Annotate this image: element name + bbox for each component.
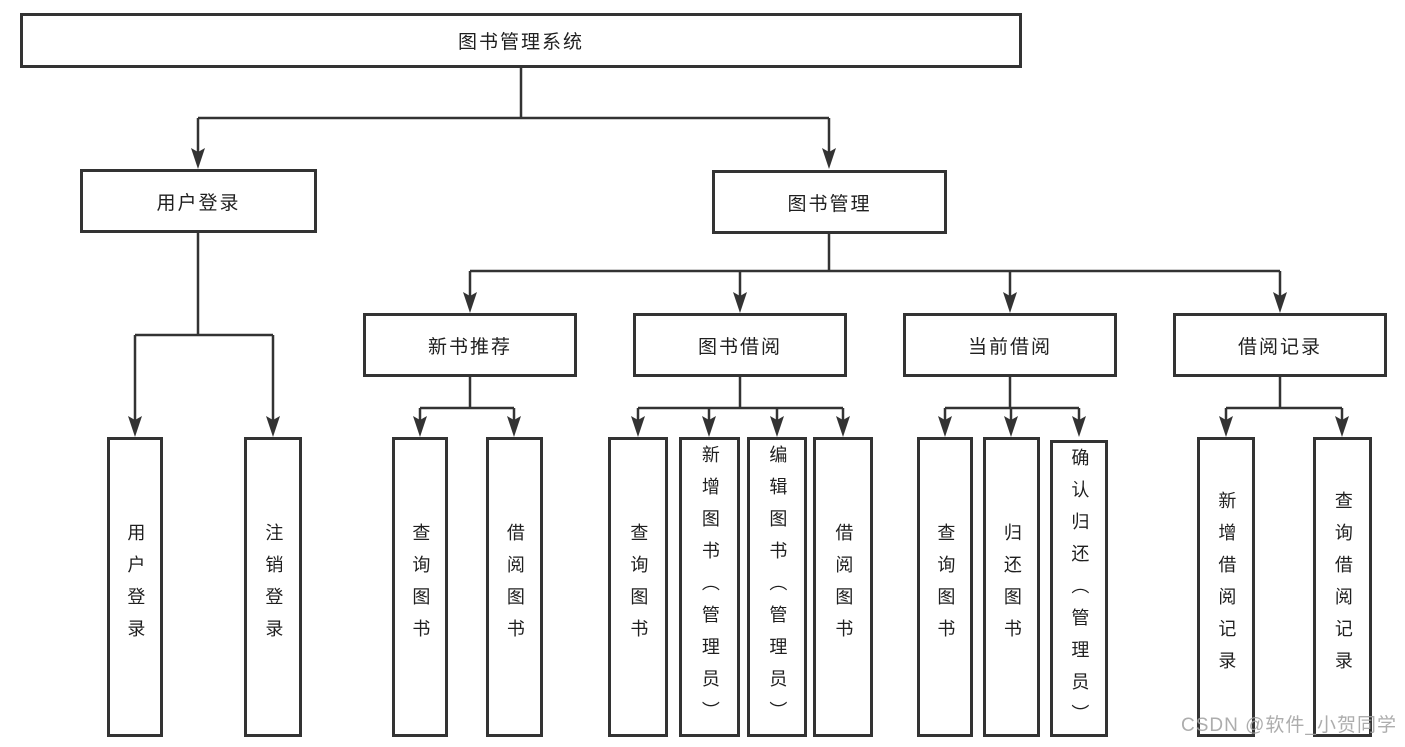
arrowhead [191,148,205,169]
connector-login-to-leaves [133,233,275,422]
node-book-management: 图书管理 [712,170,947,234]
node-root: 图书管理系统 [20,13,1022,68]
arrowhead [702,416,716,437]
leaf-borrow-books-label: 借阅图书 [833,523,854,651]
leaf-edit-books-admin: 编辑图书（管理员） [747,437,807,737]
leaf-query-books-borrow-label: 查询图书 [628,523,649,651]
connector-mgmt-to-level3 [468,233,1282,298]
leaf-query-books-current-label: 查询图书 [935,523,956,651]
leaf-query-books-recommend-label: 查询图书 [410,523,431,651]
leaf-user-login-label: 用户登录 [125,523,146,651]
leaf-borrow-books-recommend: 借阅图书 [486,437,543,737]
arrowhead [1004,416,1018,437]
arrowhead [1219,416,1233,437]
arrowhead [1072,416,1086,437]
node-new-book-recommend-label: 新书推荐 [427,336,512,358]
node-book-management-label: 图书管理 [787,193,872,215]
leaf-query-books-recommend: 查询图书 [392,437,448,737]
arrowhead [1003,292,1017,313]
leaf-logout: 注销登录 [244,437,302,737]
leaf-borrow-books-recommend-label: 借阅图书 [504,523,525,651]
connector-root-to-level2 [196,68,831,154]
node-book-borrowing-label: 图书借阅 [697,336,782,358]
arrowhead [507,416,521,437]
node-root-label: 图书管理系统 [457,32,584,53]
arrowhead [938,416,952,437]
leaf-query-borrow-record-label: 查询借阅记录 [1332,491,1353,683]
leaf-query-books-current: 查询图书 [917,437,973,737]
leaf-edit-books-admin-label: 编辑图书（管理员） [767,445,788,733]
leaf-query-books-borrow: 查询图书 [608,437,668,737]
leaf-return-books-label: 归还图书 [1001,523,1022,651]
node-user-login-label: 用户登录 [156,192,241,214]
csdn-watermark: CSDN @软件_小贺同学 [1181,715,1397,736]
leaf-query-borrow-record: 查询借阅记录 [1313,437,1372,737]
leaf-add-borrow-record: 新增借阅记录 [1197,437,1255,737]
arrowhead [1273,292,1287,313]
arrowhead [463,292,477,313]
leaf-add-borrow-record-label: 新增借阅记录 [1216,491,1237,683]
arrowhead [1335,416,1349,437]
node-new-book-recommend: 新书推荐 [363,313,577,377]
arrowhead [822,148,836,169]
connector-current-to-leaves [943,377,1081,422]
leaf-add-books-admin-label: 新增图书（管理员） [699,445,720,733]
arrowhead [266,416,280,437]
node-borrowing-records: 借阅记录 [1173,313,1387,377]
arrowhead [413,416,427,437]
arrowhead [770,416,784,437]
node-current-borrowing-label: 当前借阅 [967,336,1052,358]
arrowhead [631,416,645,437]
arrowhead [128,416,142,437]
node-book-borrowing: 图书借阅 [633,313,847,377]
arrowhead [733,292,747,313]
node-current-borrowing: 当前借阅 [903,313,1117,377]
leaf-borrow-books: 借阅图书 [813,437,873,737]
connector-records-to-leaves [1224,377,1344,422]
leaf-confirm-return-admin-label: 确认归还（管理员） [1069,448,1090,736]
leaf-return-books: 归还图书 [983,437,1040,737]
leaf-logout-label: 注销登录 [263,523,284,651]
node-borrowing-records-label: 借阅记录 [1237,336,1322,358]
arrowhead [836,416,850,437]
leaf-confirm-return-admin: 确认归还（管理员） [1050,440,1108,737]
leaf-add-books-admin: 新增图书（管理员） [679,437,740,737]
connector-borrow-to-leaves [636,377,845,422]
node-user-login: 用户登录 [80,169,317,233]
leaf-user-login: 用户登录 [107,437,163,737]
connector-newbook-to-leaves [418,377,516,422]
